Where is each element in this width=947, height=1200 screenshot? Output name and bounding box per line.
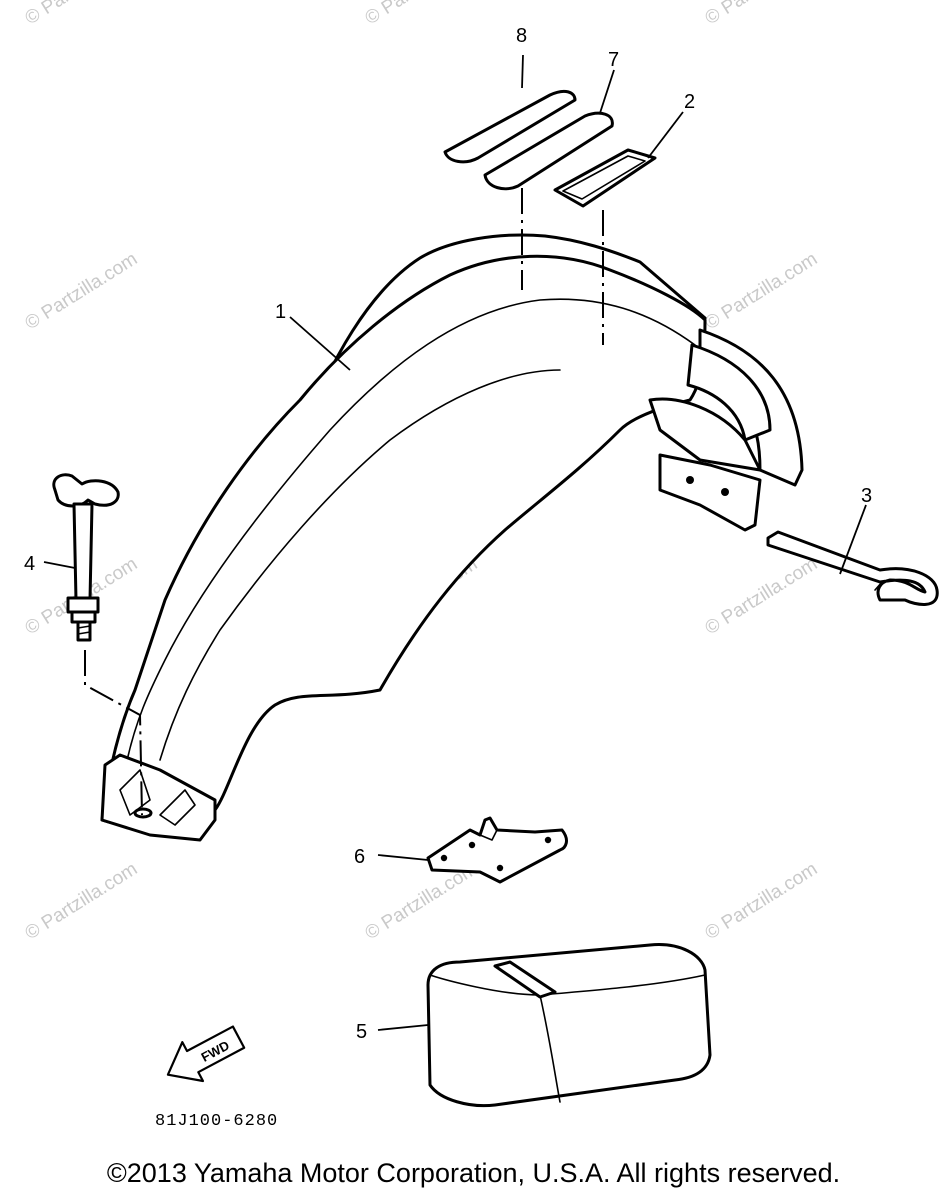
- part-3-pin[interactable]: [766, 530, 939, 606]
- watermark: © Partzilla.com: [702, 0, 822, 29]
- watermark: © Partzilla.com: [702, 554, 822, 640]
- callout-2[interactable]: 2: [684, 91, 695, 113]
- callout-1[interactable]: 1: [275, 301, 286, 323]
- foot-hole: [133, 807, 153, 819]
- watermark: © Partzilla.com: [702, 859, 822, 945]
- callout-8[interactable]: 8: [516, 25, 527, 47]
- callouts: 8 7 2 1 3 4 6 5: [24, 25, 872, 1043]
- callout-5[interactable]: 5: [356, 1021, 367, 1043]
- diagram-reference: 81J100-6280: [155, 1112, 278, 1131]
- watermark: © Partzilla.com: [362, 0, 482, 29]
- watermark: © Partzilla.com: [22, 859, 142, 945]
- part-1-seat-cover[interactable]: [100, 233, 804, 842]
- fwd-arrow-icon: FWD: [166, 1025, 246, 1083]
- watermark: © Partzilla.com: [22, 249, 142, 335]
- part-5-cushion[interactable]: [426, 943, 712, 1108]
- bracket-hole: [544, 836, 552, 844]
- part-6-bracket[interactable]: [426, 816, 568, 884]
- leader-lines: [43, 54, 867, 1031]
- callout-7[interactable]: 7: [608, 49, 619, 71]
- bracket-hole: [440, 854, 448, 862]
- watermark: © Partzilla.com: [22, 0, 142, 29]
- copyright-notice: ©2013 Yamaha Motor Corporation, U.S.A. A…: [106, 1158, 841, 1188]
- part-8-label[interactable]: [443, 89, 577, 164]
- callout-3[interactable]: 3: [861, 485, 872, 507]
- bracket-hole: [496, 864, 504, 872]
- mount-hole: [721, 488, 729, 496]
- callout-6[interactable]: 6: [354, 846, 365, 868]
- part-2-emblem[interactable]: [553, 148, 657, 208]
- callout-4[interactable]: 4: [24, 553, 35, 575]
- bracket-hole: [468, 841, 476, 849]
- mount-hole: [686, 476, 694, 484]
- part-4-wing-bolt[interactable]: [52, 473, 120, 642]
- assembly-lines: [84, 188, 604, 816]
- part-7-label[interactable]: [483, 111, 614, 191]
- watermark: © Partzilla.com: [702, 249, 822, 335]
